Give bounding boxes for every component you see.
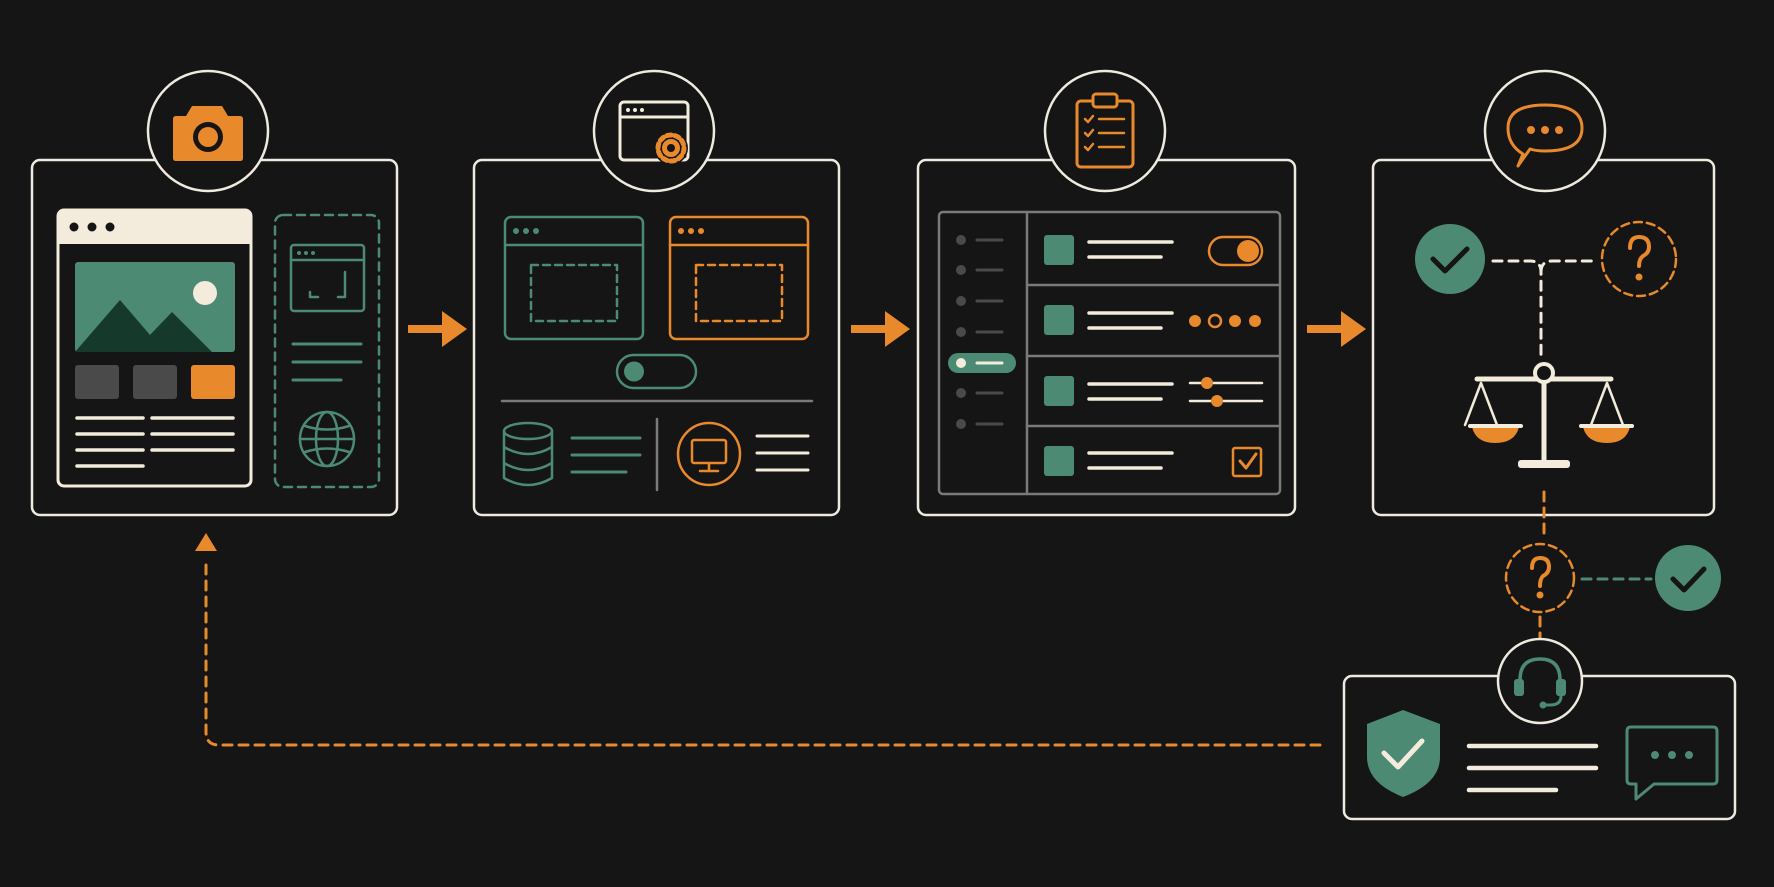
question-circle-icon <box>1504 542 1576 614</box>
settings-row-checkbox <box>1044 446 1263 478</box>
monitor-icon <box>676 421 742 487</box>
clipboard-checklist-icon <box>1043 69 1167 193</box>
headset-icon <box>1496 637 1584 725</box>
captured-web-page <box>56 208 253 488</box>
settings-row-dots <box>1044 305 1261 335</box>
shield-check-icon <box>1367 710 1440 797</box>
dashed-capture-region <box>273 213 381 489</box>
chat-bubble-icon <box>1483 69 1607 193</box>
checkmark-circle-icon <box>1655 545 1721 611</box>
globe-icon <box>298 410 356 468</box>
stage-1-capture-panel <box>30 69 399 517</box>
balance-scale-icon <box>1463 362 1634 468</box>
settings-row-toggle <box>1044 235 1264 267</box>
message-bubble-icon <box>1625 725 1719 801</box>
question-circle-icon <box>1600 220 1678 298</box>
stage-2-configure-panel <box>472 69 841 517</box>
stage-3-checklist-panel <box>916 69 1297 517</box>
sidebar-list <box>948 235 1016 429</box>
flow-arrow-3 <box>1307 311 1366 347</box>
toggle-switch <box>615 353 698 390</box>
flow-arrow-1 <box>408 311 467 347</box>
camera-icon <box>146 69 270 193</box>
browser-gear-icon <box>592 69 716 193</box>
feedback-loop-arrow <box>195 533 1322 747</box>
human-support-panel <box>1342 637 1737 821</box>
green-window-frame <box>503 215 645 341</box>
stage-4-evaluate-panel <box>1371 69 1716 517</box>
orange-window-frame <box>668 215 810 341</box>
checkmark-circle-icon <box>1415 224 1485 294</box>
database-icon <box>502 421 554 487</box>
image-placeholder <box>75 262 235 352</box>
flow-arrow-2 <box>851 311 910 347</box>
settings-row-sliders <box>1044 376 1264 407</box>
